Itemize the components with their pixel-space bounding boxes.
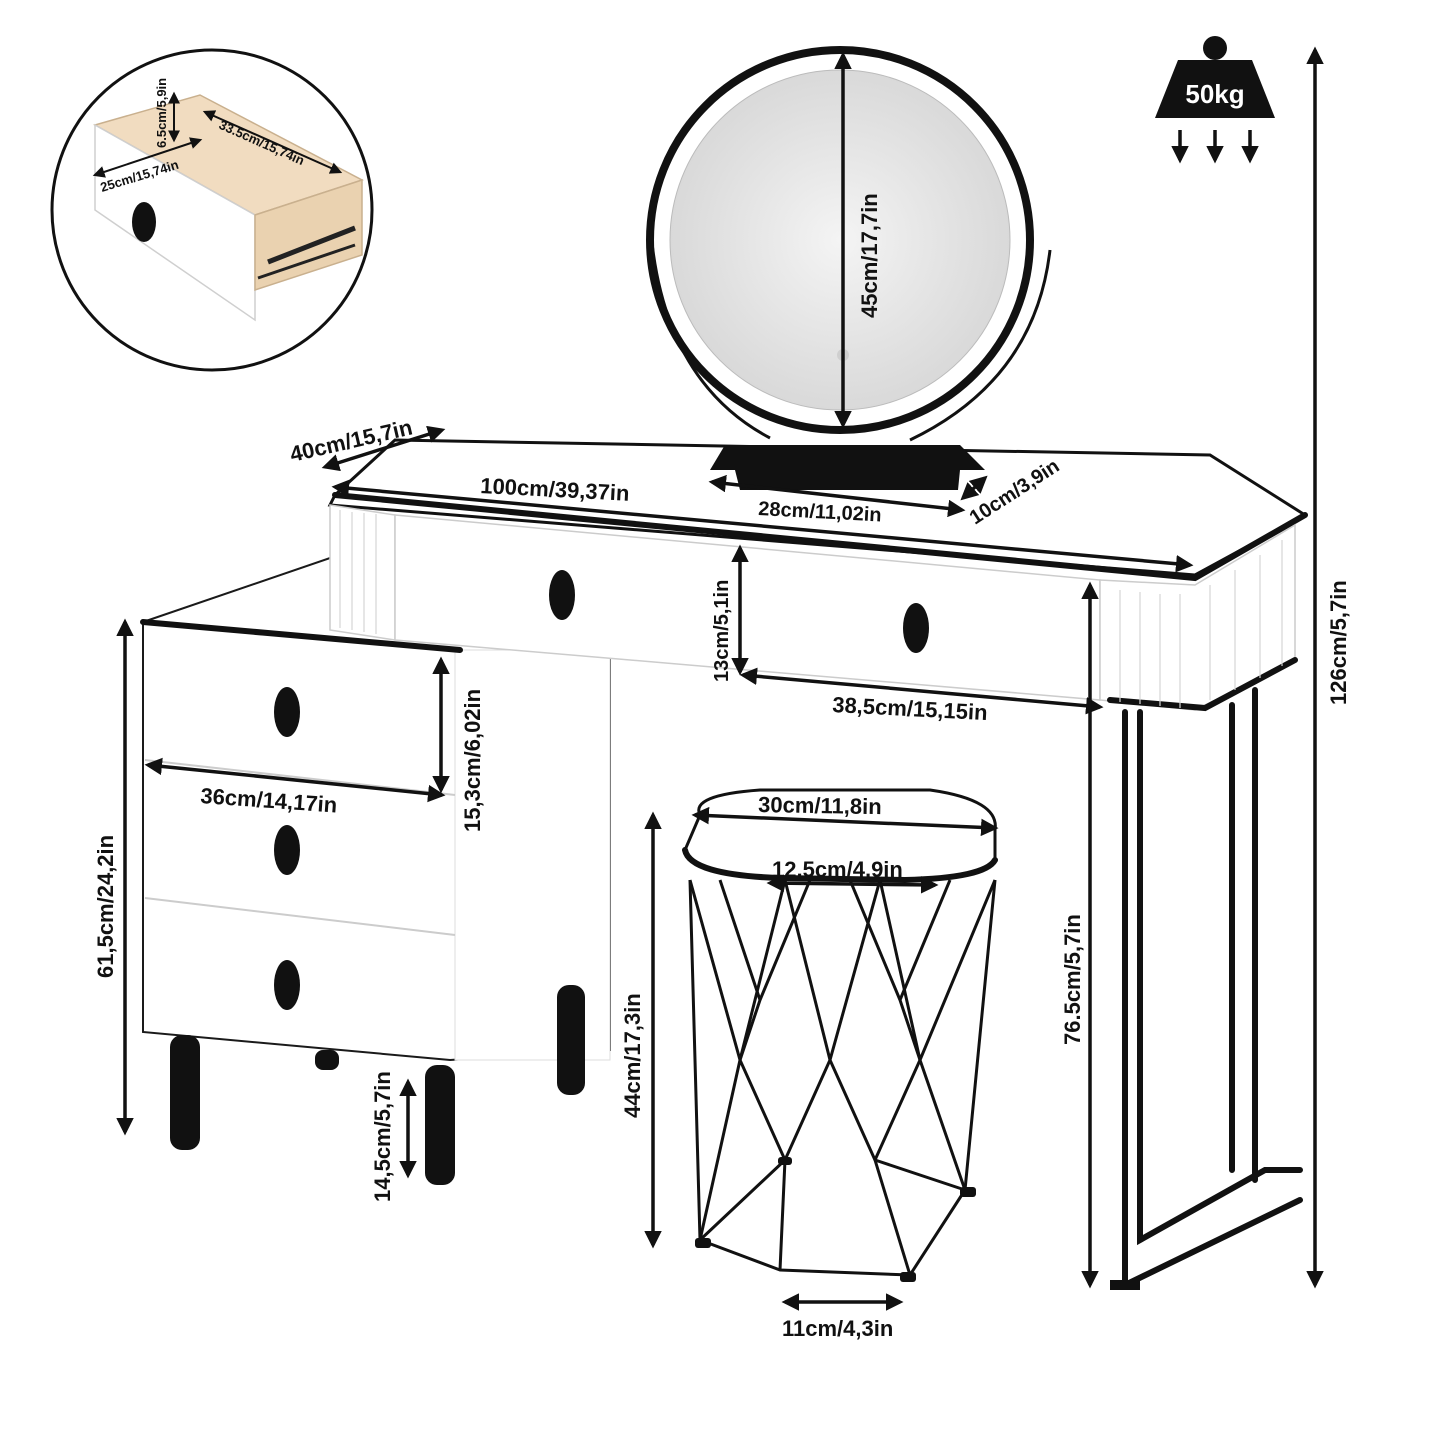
cabinet-height-label: 61,5cm/24,2in bbox=[93, 835, 118, 978]
weight-label: 50kg bbox=[1185, 79, 1244, 109]
side-cabinet bbox=[140, 556, 611, 1185]
desk-height-label: 76.5cm/5,7in bbox=[1060, 914, 1085, 1045]
cabinet-leg-height-label: 14,5cm/5,7in bbox=[370, 1071, 395, 1202]
stool-top-width-label: 30cm/11,8in bbox=[758, 792, 882, 819]
drawer-knob-icon bbox=[132, 202, 156, 242]
weight-capacity-icon bbox=[1155, 60, 1275, 118]
desk-drawer-knob-icon bbox=[903, 603, 929, 653]
stool-base-width-label: 11cm/4,3in bbox=[782, 1316, 893, 1341]
top-drawer-width-label: 38,5cm/15,15in bbox=[832, 692, 988, 725]
cabinet-drawer-knob-icon bbox=[274, 960, 300, 1010]
dimension-arrows bbox=[116, 46, 1324, 1311]
top-drawer-height-label: 13cm/5,1in bbox=[711, 580, 733, 682]
cabinet-leg bbox=[170, 1035, 200, 1150]
cabinet-leg bbox=[557, 985, 585, 1095]
drawer-depth-inner-height-label: 6.5cm/5,9in bbox=[154, 78, 169, 148]
total-height-label: 126cm/5,7in bbox=[1326, 580, 1351, 705]
stool-wire-frame bbox=[688, 878, 997, 1277]
cabinet-drawer-knob-icon bbox=[274, 687, 300, 737]
desk-drawer-knob-icon bbox=[549, 570, 575, 620]
drawer-detail-inset: 6.5cm/5,9in 33.5cm/15,74in 25cm/15,74in bbox=[50, 48, 374, 372]
mirror-height-label: 45cm/17,7in bbox=[857, 193, 882, 318]
cabinet-leg bbox=[425, 1065, 455, 1185]
stool-height-label: 44cm/17,3in bbox=[620, 993, 645, 1118]
weight-capacity-badge: 50kg bbox=[1155, 36, 1275, 164]
stool-inner-width-label: 12,5cm/4,9in bbox=[772, 857, 903, 882]
round-mirror bbox=[646, 46, 1052, 490]
cabinet-drawer-knob-icon bbox=[274, 825, 300, 875]
mirror-base bbox=[710, 445, 985, 470]
cabinet-drawer-height-label: 15,3cm/6,02in bbox=[460, 689, 485, 832]
